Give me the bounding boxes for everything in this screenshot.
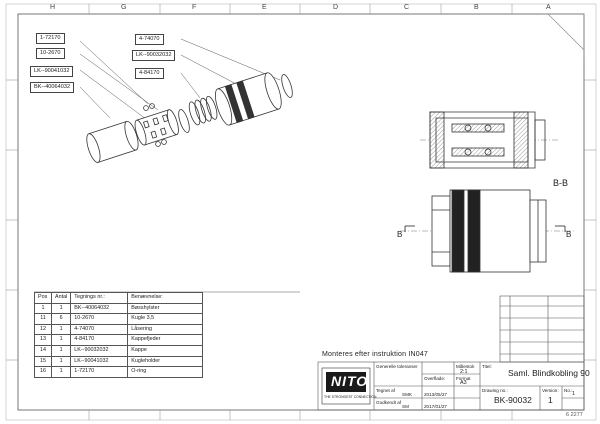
bom-qty: 1 (50, 366, 72, 378)
sheet-value: 1 (572, 391, 575, 397)
bom-description: Kappefjeder (127, 334, 204, 346)
drawing-title: Saml. Blindkobling 90 (508, 368, 590, 378)
bom-drawing-no: LK--90041032 (70, 355, 129, 368)
grid-column-g: G (121, 4, 127, 11)
table-row: 16 1 1-72170 O-ring (34, 366, 204, 378)
bom-qty: 6 (50, 313, 72, 325)
bom-drawing-no: 10-2670 (70, 313, 129, 325)
table-row: 15 1 LK--90041032 Kugleholder (34, 355, 204, 368)
title-block-frame (317, 295, 585, 411)
file-code: 6 2277 (566, 412, 583, 418)
table-row: 12 1 4-74070 Låsering (34, 323, 204, 336)
tolerance-label: Generelle toleranser (376, 364, 418, 369)
title-label: Titel: (482, 364, 492, 369)
callout-4-84170: 4-84170 (135, 68, 164, 79)
callout-lk-90041032: LK--90041032 (30, 66, 74, 77)
bom-description: Kugle 3,5 (127, 313, 204, 325)
bom-header-description: Benævnelse: (127, 292, 204, 304)
drawn-by-label: Tegnet af (376, 388, 395, 393)
table-row: 11 6 10-2670 Kugle 3,5 (34, 313, 204, 325)
bom-drawing-no: BK--40064032 (70, 302, 129, 315)
bom-qty: 1 (50, 334, 72, 346)
bom-qty: 1 (50, 323, 72, 336)
bom-header-pos: Pos (34, 292, 52, 304)
bom-pos: 11 (34, 313, 52, 325)
bom-qty: 1 (50, 302, 72, 315)
bom-pos: 1 (34, 302, 52, 315)
bom-qty: 1 (50, 344, 72, 357)
bom-description: Bøsshylster (127, 302, 204, 315)
side-view (400, 189, 575, 273)
bom-drawing-no: LK--90032032 (70, 344, 129, 357)
bill-of-materials: Pos Antal Tegnings nr.: Benævnelse: 1 1 … (34, 292, 204, 378)
grid-column-e: E (262, 4, 267, 11)
approved-by-label: Godkendt af (376, 400, 402, 405)
bom-qty: 1 (50, 355, 72, 368)
section-marker-left: B (397, 230, 403, 239)
callout-lk-90032032: LK--90032032 (132, 50, 176, 61)
bom-header-row: Pos Antal Tegnings nr.: Benævnelse: (34, 292, 204, 304)
section-view (420, 111, 560, 169)
assembly-note: Monteres efter instruktion IN047 (322, 351, 429, 358)
drawing-number: BK-90032 (494, 395, 532, 405)
bom-pos: 13 (34, 334, 52, 346)
grid-column-c: C (404, 4, 410, 11)
surface-label: Overflade: (424, 376, 446, 381)
grid-column-b: B (474, 4, 479, 11)
format-label: Format (456, 376, 471, 381)
scale-value: 2:1 (460, 369, 468, 375)
sheet-label: No.: (564, 388, 573, 393)
bom-drawing-no: 4-74070 (70, 323, 129, 336)
section-label: B-B (553, 178, 569, 188)
grid-column-h: H (50, 4, 56, 11)
bom-drawing-no: 4-84170 (70, 334, 129, 346)
grid-column-f: F (192, 4, 197, 11)
table-row: 13 1 4-84170 Kappefjeder (34, 334, 204, 346)
company-tagline: THE STRONGEST CONNECTION (324, 395, 377, 399)
bom-pos: 16 (34, 366, 52, 378)
bom-pos: 14 (34, 344, 52, 357)
bom-description: Kappe (127, 344, 204, 357)
company-logo: NITO (331, 373, 369, 389)
bom-header-drawing-no: Tegnings nr.: (70, 292, 129, 304)
bom-description: O-ring (127, 366, 204, 378)
version-value: 1 (548, 395, 553, 405)
callout-10-2670: 10-2670 (36, 48, 65, 59)
scale-label: Målestok (456, 364, 475, 369)
approved-by: SM (402, 404, 409, 409)
bom-header-qty: Antal (50, 292, 72, 304)
callout-bk-40064032: BK--40064032 (30, 82, 75, 93)
exploded-view (79, 38, 293, 163)
approved-date: 2017/01/27 (424, 404, 447, 409)
drawing-no-label: Drawing no.: (482, 388, 508, 393)
format-value: A3 (460, 380, 467, 386)
table-row: 1 1 BK--40064032 Bøsshylster (34, 302, 204, 315)
bom-description: Låsering (127, 323, 204, 336)
bom-pos: 15 (34, 355, 52, 368)
bom-pos: 12 (34, 323, 52, 336)
grid-column-a: A (546, 4, 551, 11)
section-marker-right: B (566, 230, 572, 239)
drawn-by: SMK (402, 392, 412, 397)
callout-4-74070: 4-74070 (135, 34, 164, 45)
version-label: Version: (542, 388, 559, 393)
drawn-date: 2013/05/27 (424, 392, 447, 397)
grid-column-d: D (333, 4, 339, 11)
bom-description: Kugleholder (127, 355, 204, 368)
bom-drawing-no: 1-72170 (70, 366, 129, 378)
table-row: 14 1 LK--90032032 Kappe (34, 344, 204, 357)
callout-1-72170: 1-72170 (36, 33, 65, 44)
